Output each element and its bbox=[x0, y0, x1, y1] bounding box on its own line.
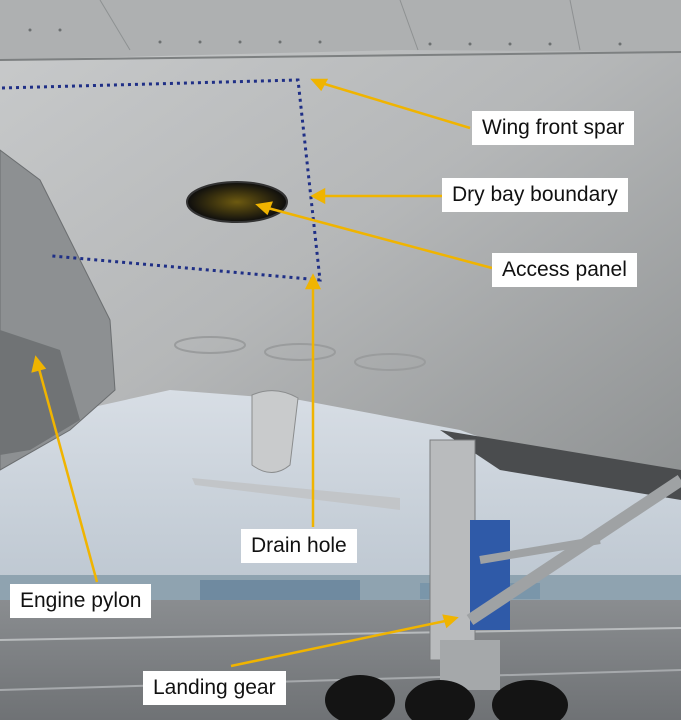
label-drain-hole: Drain hole bbox=[241, 529, 357, 563]
label-access-panel: Access panel bbox=[492, 253, 637, 287]
distant-stabilizer bbox=[192, 478, 400, 510]
wing-leading-skin bbox=[0, 0, 681, 60]
label-wing-front-spar: Wing front spar bbox=[472, 111, 635, 145]
landing-gear-assembly bbox=[429, 430, 681, 690]
rivet-row bbox=[28, 28, 622, 46]
landing-gear-wheels bbox=[325, 675, 568, 720]
leader-lines bbox=[31, 78, 493, 668]
flap-track-fairing bbox=[251, 390, 299, 473]
dry-bay-boundary-line bbox=[1, 78, 322, 282]
label-engine-pylon: Engine pylon bbox=[10, 584, 152, 618]
access-panel-opening bbox=[186, 181, 288, 223]
label-landing-gear: Landing gear bbox=[143, 671, 286, 705]
label-dry-bay-boundary: Dry bay boundary bbox=[442, 178, 628, 212]
